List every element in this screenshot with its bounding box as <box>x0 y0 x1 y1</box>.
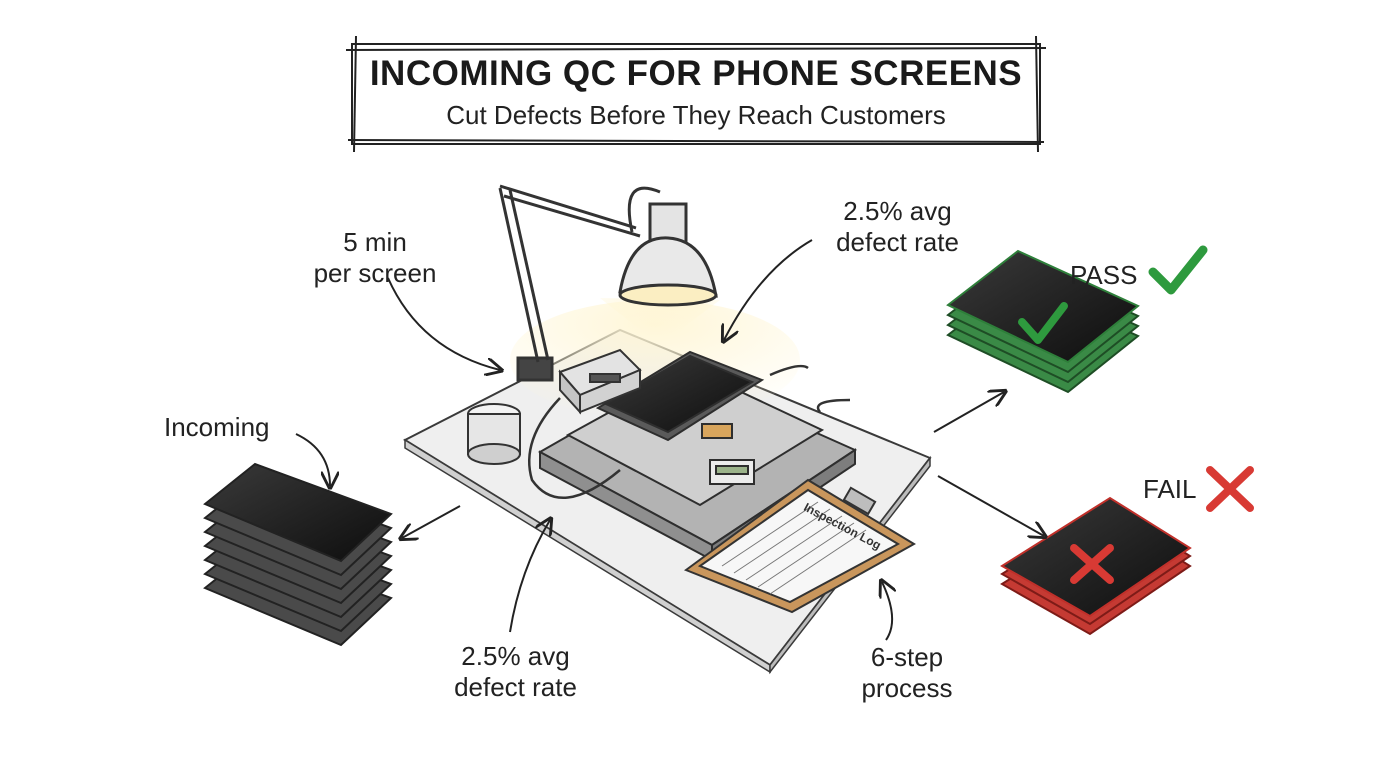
cross-icon <box>1206 466 1254 512</box>
arrow-defect-bottom <box>509 520 550 633</box>
time-unit: per screen <box>313 258 437 288</box>
arrow-out-left <box>402 505 461 538</box>
arrow-time <box>387 277 500 370</box>
defect-rate-top-value: 2.5% avg <box>843 196 952 226</box>
desk-lamp <box>498 184 720 382</box>
inspection-clipboard <box>683 478 916 614</box>
loupe <box>467 403 521 465</box>
fail-phone-stack <box>1000 496 1192 636</box>
cables <box>528 364 851 500</box>
fail-label: FAIL <box>1143 474 1197 504</box>
defect-rate-bottom-value: 2.5% avg <box>461 641 570 671</box>
title-frame <box>345 35 1047 153</box>
title-block: INCOMING QC FOR PHONE SCREENS Cut Defect… <box>352 40 1040 146</box>
time-per-screen-label: 5 min per screen <box>290 227 460 289</box>
defect-rate-bottom-label: 2.5% avg defect rate <box>428 641 603 703</box>
process-steps-text: process <box>861 673 953 703</box>
incoming-phone-stack <box>203 462 393 647</box>
check-icon <box>1148 245 1208 295</box>
pass-label: PASS <box>1070 260 1138 290</box>
process-steps-value: 6-step <box>870 642 944 672</box>
page-title: INCOMING QC FOR PHONE SCREENS <box>369 54 1023 93</box>
defect-rate-bottom-text: defect rate <box>454 672 577 702</box>
arrow-process <box>882 582 892 641</box>
arrows <box>295 239 1044 641</box>
defect-rate-top-label: 2.5% avg defect rate <box>810 196 985 258</box>
incoming-label: Incoming <box>164 412 270 442</box>
time-value: 5 min <box>343 227 407 257</box>
arrow-defect-top <box>724 239 813 340</box>
defect-rate-top-text: defect rate <box>836 227 959 257</box>
process-steps-label: 6-step process <box>832 642 982 704</box>
arrow-to-pass <box>933 392 1004 433</box>
pass-phone-stack <box>946 249 1140 394</box>
arrow-to-fail <box>937 475 1044 536</box>
arrow-incoming <box>295 433 330 486</box>
page-subtitle: Cut Defects Before They Reach Customers <box>446 100 946 130</box>
power-supply <box>558 348 642 415</box>
